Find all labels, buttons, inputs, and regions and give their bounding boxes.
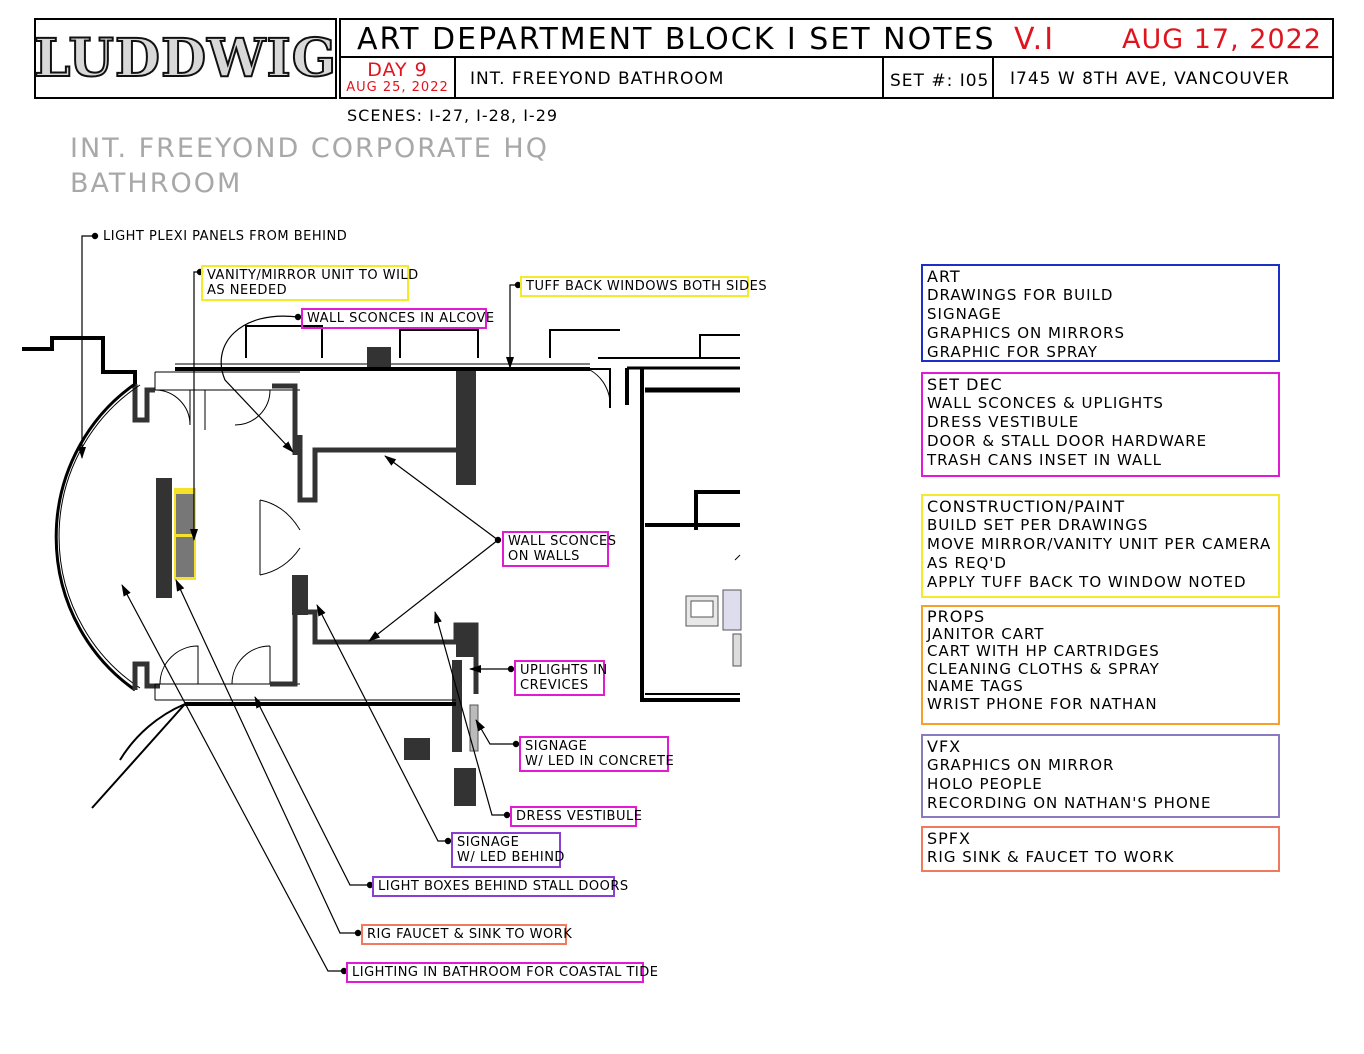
callout-signage-concrete: SIGNAGE W/ LED IN CONCRETE	[519, 736, 675, 772]
dept-props-title: PROPS	[927, 607, 986, 626]
dept-art-item: GRAPHIC FOR SPRAY	[927, 343, 1098, 361]
callout-uplights-line-2: CREVICES	[520, 678, 589, 693]
set-address: I745 W 8TH AVE, VANCOUVER	[1010, 69, 1290, 89]
callout-rig-faucet: RIG FAUCET & SINK TO WORK	[361, 924, 572, 945]
leader-lighting-coastal	[121, 584, 344, 972]
set-name: INT. FREEYOND BATHROOM	[456, 58, 884, 97]
callout-signage-concrete-line-1: SIGNAGE	[525, 739, 588, 754]
callout-light-boxes: LIGHT BOXES BEHIND STALL DOORS	[372, 876, 628, 897]
dept-construction-item: MOVE MIRROR/VANITY UNIT PER CAMERA	[927, 535, 1272, 553]
dept-art-item: GRAPHICS ON MIRRORS	[927, 324, 1125, 342]
dept-spfx: SPFX RIG SINK & FAUCET TO WORK	[921, 826, 1280, 872]
callout-sconces-walls-line-1: WALL SCONCES	[508, 534, 617, 549]
outer-wall-left	[22, 336, 137, 384]
dept-construction-item: BUILD SET PER DRAWINGS	[927, 516, 1149, 534]
curved-plexi-wall	[54, 382, 136, 692]
dept-props-item: NAME TAGS	[927, 677, 1024, 695]
luddwig-logo: LUDDWIG	[33, 27, 338, 90]
callout-uplights-line-1: UPLIGHTS IN	[520, 663, 608, 678]
document-title: ART DEPARTMENT BLOCK I SET NOTES	[357, 22, 996, 57]
dept-construction-item: APPLY TUFF BACK TO WINDOW NOTED	[927, 573, 1247, 591]
shoot-day-date: AUG 25, 2022	[346, 80, 449, 95]
leader-light-boxes	[254, 696, 370, 886]
leader-sconces-alcove	[220, 315, 299, 453]
dept-art-item: SIGNAGE	[927, 305, 1002, 323]
dept-art: ART DRAWINGS FOR BUILD SIGNAGE GRAPHICS …	[921, 264, 1280, 362]
dept-construction-item: AS REQ'D	[927, 554, 1007, 572]
dept-set-dec-title: SET DEC	[927, 375, 1003, 394]
dept-vfx-item: GRAPHICS ON MIRROR	[927, 756, 1115, 774]
info-row: DAY 9 AUG 25, 2022 INT. FREEYOND BATHROO…	[339, 56, 1334, 99]
callout-vanity-line-2: AS NEEDED	[207, 283, 288, 298]
location-line-2: BATHROOM	[70, 168, 243, 199]
leader-tuff-back	[506, 284, 518, 369]
dept-vfx-title: VFX	[927, 737, 962, 756]
dept-construction: CONSTRUCTION/PAINT BUILD SET PER DRAWING…	[921, 494, 1280, 598]
leader-sconces-walls-b	[368, 539, 499, 642]
callout-sconces-alcove: WALL SCONCES IN ALCOVE	[301, 308, 494, 329]
callout-vanity-line-1: VANITY/MIRROR UNIT TO WILD	[207, 268, 419, 283]
dept-art-title: ART	[927, 267, 961, 286]
document-date: AUG 17, 2022	[1122, 24, 1322, 55]
callout-dress-vestibule: DRESS VESTIBULE	[510, 806, 642, 827]
location-line-1: INT. FREEYOND CORPORATE HQ	[70, 133, 549, 164]
dept-vfx: VFX GRAPHICS ON MIRROR HOLO PEOPLE RECOR…	[921, 734, 1280, 818]
callout-signage-concrete-line-2: W/ LED IN CONCRETE	[525, 754, 675, 769]
dept-set-dec: SET DEC WALL SCONCES & UPLIGHTS DRESS VE…	[921, 372, 1280, 477]
dept-spfx-item: RIG SINK & FAUCET TO WORK	[927, 848, 1175, 866]
leader-light-plexi	[78, 235, 95, 459]
dept-set-dec-item: TRASH CANS INSET IN WALL	[927, 451, 1163, 469]
callout-signage-led-line-2: W/ LED BEHIND	[457, 850, 565, 865]
callout-signage-led-line-1: SIGNAGE	[457, 835, 520, 850]
leader-signage-concrete	[475, 719, 516, 745]
dept-set-dec-item: WALL SCONCES & UPLIGHTS	[927, 394, 1164, 412]
dept-props: PROPS JANITOR CART CART WITH HP CARTRIDG…	[921, 605, 1280, 725]
dept-props-item: CLEANING CLOTHS & SPRAY	[927, 659, 1160, 678]
dept-props-item: CART WITH HP CARTRIDGES	[927, 642, 1160, 660]
leader-sconces-walls-a	[384, 455, 499, 541]
column-block	[367, 347, 391, 367]
shoot-day: DAY 9	[367, 59, 428, 81]
callout-tuff-back: TUFF BACK WINDOWS BOTH SIDES	[520, 276, 767, 297]
callout-sconces-walls: WALL SCONCES ON WALLS	[502, 531, 617, 567]
callout-signage-led: SIGNAGE W/ LED BEHIND	[451, 832, 565, 868]
version-label: V.I	[1014, 22, 1056, 57]
pillar-top	[456, 371, 476, 485]
leader-dress-vestibule	[434, 611, 507, 816]
location-title: INT. FREEYOND CORPORATE HQ BATHROOM	[70, 131, 549, 201]
dept-vfx-item: RECORDING ON NATHAN'S PHONE	[927, 794, 1212, 812]
dept-set-dec-item: DRESS VESTIBULE	[927, 413, 1080, 431]
callout-sconces-walls-line-2: ON WALLS	[508, 549, 580, 564]
leader-rig-faucet	[175, 579, 358, 934]
scenes-list: SCENES: I-27, I-28, I-29	[347, 106, 559, 125]
dept-props-item: WRIST PHONE FOR NATHAN	[927, 694, 1158, 713]
dept-set-dec-item: DOOR & STALL DOOR HARDWARE	[927, 432, 1208, 450]
callout-uplights: UPLIGHTS IN CREVICES	[514, 660, 608, 696]
dept-spfx-title: SPFX	[927, 829, 971, 848]
logo-box: LUDDWIG	[33, 18, 338, 99]
dept-art-item: DRAWINGS FOR BUILD	[927, 286, 1114, 304]
dept-construction-title: CONSTRUCTION/PAINT	[927, 497, 1126, 516]
dept-props-item: JANITOR CART	[927, 624, 1045, 643]
leader-signage-led	[316, 604, 448, 842]
set-number: SET #: I05	[884, 58, 994, 97]
dept-vfx-item: HOLO PEOPLE	[927, 775, 1043, 793]
callout-vanity: VANITY/MIRROR UNIT TO WILD AS NEEDED	[201, 265, 419, 301]
callout-light-plexi: LIGHT PLEXI PANELS FROM BEHIND	[103, 229, 348, 244]
vanity-unit	[156, 478, 172, 598]
shoot-day-cell: DAY 9 AUG 25, 2022	[341, 58, 456, 97]
callout-lighting-coastal: LIGHTING IN BATHROOM FOR COASTAL TIDE	[346, 962, 658, 983]
